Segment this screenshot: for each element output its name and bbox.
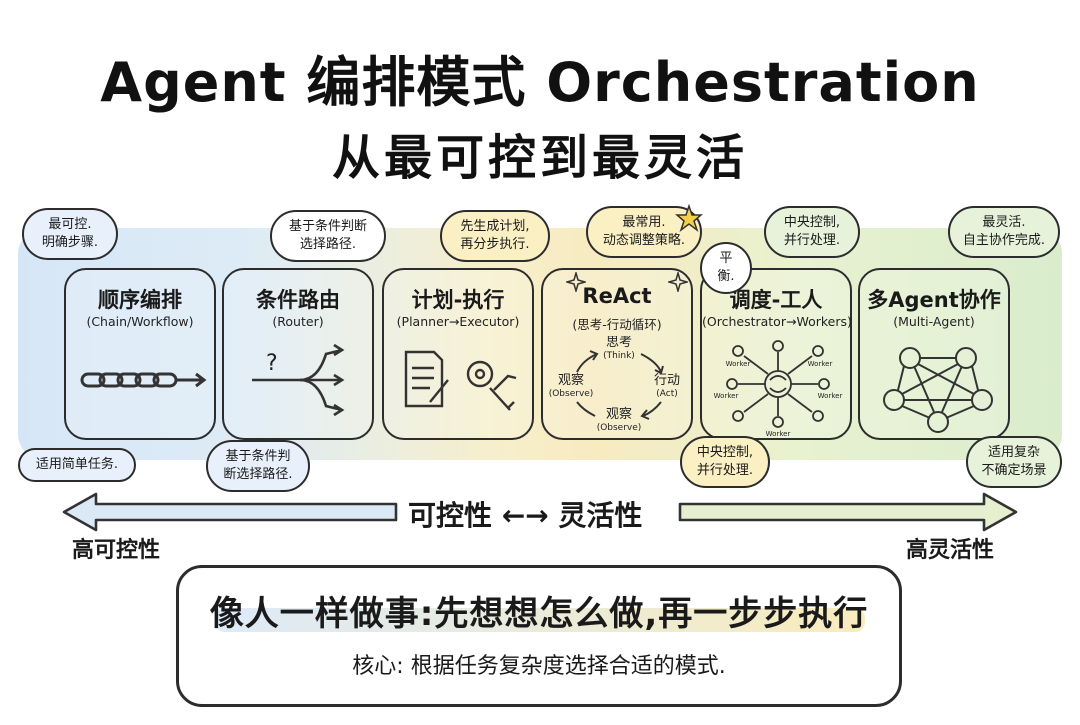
question-mark: ? — [266, 351, 278, 376]
card-chain: 顺序编排 (Chain/Workflow) — [64, 268, 216, 440]
card-planner-executor: 计划-执行 (Planner→Executor) — [382, 268, 534, 440]
worker-label: Worker — [818, 392, 843, 400]
note-chain-bottom: 适用简单任务. — [18, 448, 136, 482]
summary-main-text: 像人一样做事:先想想怎么做,再一步步执行 — [209, 594, 869, 634]
card-name: 顺序编排 — [98, 288, 182, 312]
note-workers-side: 平衡. — [700, 242, 752, 294]
multi-agent-network-icon — [883, 347, 993, 433]
sparkle-icon — [668, 272, 688, 292]
control-flexibility-axis-arrow — [62, 492, 1018, 532]
cycle-observe-label: 观察 — [606, 407, 632, 422]
card-subtitle: (Multi-Agent) — [893, 314, 975, 329]
card-subtitle: (Orchestrator→Workers) — [702, 314, 852, 329]
note-router-top: 基于条件判断 选择路径. — [270, 210, 386, 262]
orchestrator-workers-diagram: Worker Worker Worker Worker Worker — [714, 340, 843, 438]
worker-label: Worker — [726, 360, 751, 368]
note-workers-bottom: 中央控制, 并行处理. — [680, 436, 770, 488]
sparkle-icon — [566, 272, 586, 292]
worker-label: Worker — [766, 430, 791, 438]
subtitle: 从最可控到最灵活 — [331, 130, 748, 186]
pattern-band-background — [18, 228, 1062, 460]
card-multi-agent: 多Agent协作 (Multi-Agent) — [858, 268, 1010, 440]
router-branch-icon: ? — [252, 343, 345, 417]
card-name: 多Agent协作 — [867, 288, 1001, 312]
cycle-act-sub: (Act) — [656, 389, 678, 399]
card-name: ReAct — [582, 284, 652, 308]
summary-panel: 像人一样做事:先想想怎么做,再一步步执行 核心: 根据任务复杂度选择合适的模式. — [165, 558, 917, 718]
note-planner-top: 先生成计划, 再分步执行. — [440, 210, 550, 262]
cycle-observe-sub: (Observe) — [597, 423, 642, 433]
cycle-observe-left-label: 观察 — [558, 373, 584, 388]
panel-glow — [165, 558, 917, 718]
worker-label: Worker — [808, 360, 833, 368]
chain-icon — [80, 372, 207, 388]
axis-left-label: 高可控性 — [72, 538, 161, 563]
star-icon — [675, 204, 703, 232]
react-cycle-diagram: 思考 (Think) 行动 (Act) 观察 (Observe) 观察 (Obs… — [549, 336, 680, 433]
axis-center-label: 可控性 ←→ 灵活性 — [408, 499, 643, 532]
card-router: 条件路由 (Router) ? — [222, 268, 374, 440]
card-react: ReAct (思考-行动循环) 思考 (Think) 行动 (Act) 观察 (… — [541, 268, 693, 440]
main-title: Agent 编排模式 Orchestration — [100, 51, 980, 114]
card-subtitle: (Planner→Executor) — [396, 314, 520, 329]
highlight-stroke — [215, 608, 865, 632]
note-multi-agent-bottom: 适用复杂 不确定场景 — [966, 436, 1062, 488]
note-workers-top: 中央控制, 并行处理. — [764, 206, 860, 258]
card-subtitle: (Chain/Workflow) — [86, 314, 194, 329]
plan-and-tools-icon — [404, 350, 517, 411]
cycle-think-label: 思考 — [606, 336, 632, 350]
card-name: 调度-工人 — [729, 288, 823, 312]
cycle-observe-left-sub: (Observe) — [549, 389, 593, 399]
card-orchestrator-workers: 调度-工人 (Orchestrator→Workers) Worker Work… — [700, 268, 852, 440]
cycle-act-label: 行动 — [654, 373, 680, 388]
card-subtitle: (Router) — [272, 314, 324, 329]
card-name: 计划-执行 — [411, 288, 505, 312]
card-name: 条件路由 — [256, 288, 340, 312]
axis-right-label: 高灵活性 — [906, 538, 995, 563]
worker-label: Worker — [714, 392, 739, 400]
note-router-bottom: 基于条件判 断选择路径. — [206, 440, 310, 492]
card-subtitle: (思考-行动循环) — [572, 317, 662, 332]
note-multi-agent-top: 最灵活. 自主协作完成. — [948, 206, 1060, 258]
note-chain-top: 最可控. 明确步骤. — [22, 208, 118, 260]
summary-sub-text: 核心: 根据任务复杂度选择合适的模式. — [352, 654, 726, 679]
cycle-think-sub: (Think) — [603, 351, 635, 361]
